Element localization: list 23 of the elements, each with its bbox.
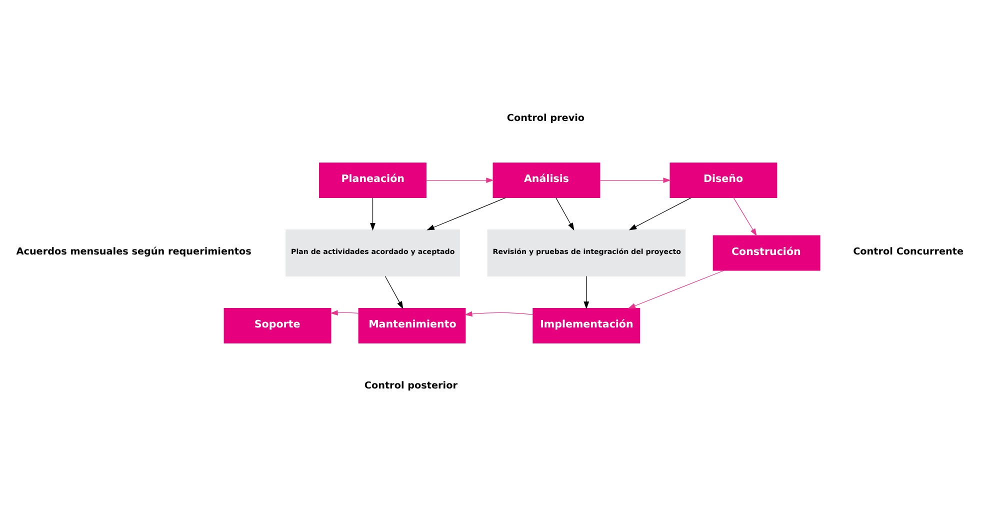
arrow [384,276,404,310]
node-box: Construción [712,235,820,271]
arrow [628,197,692,230]
arrow [733,197,757,236]
arrow [426,197,506,230]
node-box: Diseño [670,162,778,198]
arrow [600,178,671,183]
arrow [330,310,359,316]
arrow [628,270,725,309]
label: Acuerdos mensuales según requerimientos [16,246,252,258]
node-box: Análisis [492,162,600,198]
node-box: Planeación [319,162,426,198]
arrow [556,197,574,231]
label: Control Concurrente [853,246,964,258]
node-box: Mantenimiento [358,308,466,344]
arrow [464,311,534,317]
node-box: Soporte [224,308,332,344]
arrow [370,197,376,231]
arrow [584,276,590,310]
arrow [426,178,494,183]
node-box: Implementación [532,308,640,344]
label: Control posterior [364,380,458,392]
label: Control previo [506,112,585,124]
